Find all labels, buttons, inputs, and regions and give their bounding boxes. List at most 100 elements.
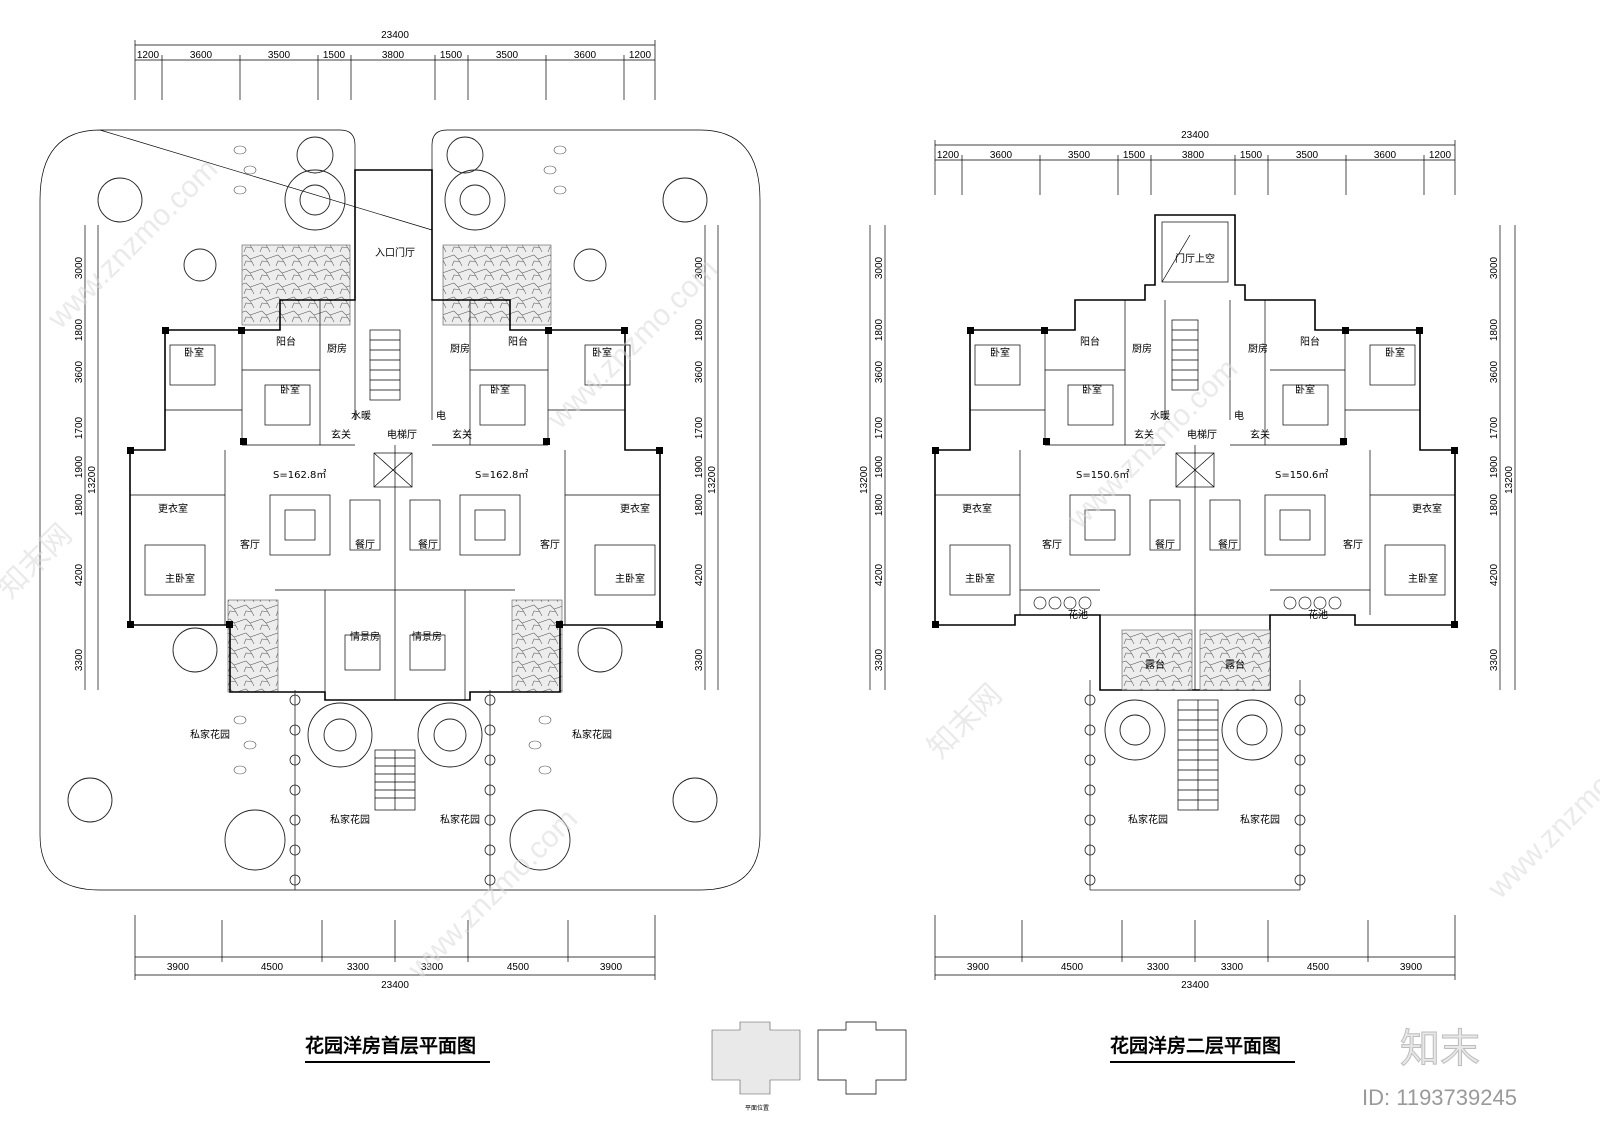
room-label: 阳台: [508, 335, 528, 348]
room-labels: 门厅上空 厨房 厨房 阳台 阳台 卧室 卧室 卧室 卧室 玄关 玄关 电梯厅 水…: [962, 252, 1442, 826]
dim-label: 1800: [694, 493, 705, 516]
dim-label: 3600: [574, 50, 597, 61]
room-label: 卧室: [184, 346, 204, 359]
key-plan: 平面位置: [711, 1021, 907, 1112]
room-label: 厨房: [327, 342, 347, 355]
dim-label: 3500: [496, 50, 519, 61]
bottom-dim-row: 3900 4500 3300 3300 4500 3900: [967, 962, 1423, 973]
room-label: 玄关: [1134, 428, 1154, 441]
terrace-paving: [1199, 629, 1271, 691]
dim-label: 3500: [1068, 150, 1091, 161]
area-label: S=162.8㎡: [273, 469, 326, 481]
dim-label: 3000: [874, 256, 885, 279]
room-label: 厨房: [1248, 342, 1268, 355]
dim-label: 4500: [507, 962, 530, 973]
dim-label: 3500: [268, 50, 291, 61]
dim-total: 13200: [859, 466, 870, 494]
dim-label: 1800: [1489, 318, 1500, 341]
room-label: 卧室: [1295, 383, 1315, 396]
area-label: S=162.8㎡: [475, 469, 528, 481]
room-label: 更衣室: [620, 502, 650, 515]
room-label: 水暖: [1150, 409, 1170, 422]
dim-label: 1500: [1123, 150, 1146, 161]
dim-label: 1200: [937, 150, 960, 161]
room-label: 卧室: [1385, 346, 1405, 359]
dim-label: 4500: [1061, 962, 1084, 973]
dim-label: 1900: [694, 455, 705, 478]
dim-label: 1700: [74, 416, 85, 439]
room-label: 客厅: [240, 538, 260, 551]
stepping-stones: [233, 145, 567, 775]
room-label: 花池: [1068, 608, 1088, 621]
watermark-text: www.znzmo.com: [541, 252, 724, 435]
room-label: 客厅: [1042, 538, 1062, 551]
dim-label: 4200: [874, 563, 885, 586]
room-label: 阳台: [1300, 335, 1320, 348]
room-label: 私家花园: [190, 728, 230, 741]
dim-label: 1900: [874, 455, 885, 478]
dim-total: 13200: [707, 466, 718, 494]
stone-paving: [442, 244, 552, 326]
dim-label: 1700: [1489, 416, 1500, 439]
dim-label: 3500: [1296, 150, 1319, 161]
right-dim-column: 3000 1800 3600 1700 1900 1800 4200 3300 …: [1489, 256, 1515, 671]
room-label: 玄关: [331, 428, 351, 441]
plan-title: 花园洋房首层平面图: [305, 1034, 476, 1057]
site-boundary: [39, 129, 761, 891]
columns: [127, 327, 663, 628]
room-label: 电: [436, 409, 446, 422]
room-label: 客厅: [1343, 538, 1363, 551]
room-label: 私家花园: [1240, 813, 1280, 826]
room-label: 电梯厅: [1187, 428, 1217, 441]
room-label: 情景房: [350, 630, 380, 643]
elevator: [1175, 452, 1215, 488]
stone-paving: [511, 599, 563, 693]
room-label: 门厅上空: [1175, 252, 1215, 265]
dim-label: 1200: [629, 50, 652, 61]
dim-label: 1800: [874, 318, 885, 341]
stair: [369, 329, 416, 811]
room-label: 电梯厅: [387, 428, 417, 441]
dim-label: 3300: [874, 648, 885, 671]
dim-label: 3900: [600, 962, 623, 973]
room-label: 私家花园: [330, 813, 370, 826]
room-label: 主卧室: [165, 572, 195, 585]
left-dim-column: 3000 1800 3600 1700 1900 1800 4200 3300 …: [859, 256, 885, 671]
watermark-brand: 知末网: [922, 678, 1009, 765]
dim-label: 3800: [382, 50, 405, 61]
dim-total: 13200: [87, 466, 98, 494]
room-label: 电: [1234, 409, 1244, 422]
watermark-text: www.znzmo.com: [1481, 722, 1600, 905]
right-dim-column: 3000 1800 3600 1700 1900 1800 4200 3300 …: [694, 256, 718, 671]
room-label: 更衣室: [1412, 502, 1442, 515]
entry-void: [1161, 221, 1229, 283]
brand-logo: 知末: [1400, 1026, 1480, 1072]
dim-label: 3900: [167, 962, 190, 973]
area-label: S=150.6㎡: [1275, 469, 1328, 481]
dim-label: 3600: [74, 360, 85, 383]
hedge: [1084, 680, 1306, 891]
room-label: 更衣室: [962, 502, 992, 515]
top-total-dim: 23400: [1181, 130, 1209, 141]
columns: [932, 327, 1458, 628]
dim-label: 1700: [694, 416, 705, 439]
bottom-total-dim: 23400: [381, 980, 409, 991]
dim-label: 1500: [440, 50, 463, 61]
dim-label: 3300: [1221, 962, 1244, 973]
room-labels: 入口门厅 厨房 厨房 阳台 阳台 卧室 卧室 卧室 卧室 玄关 玄关 电梯厅 水…: [158, 246, 650, 826]
dim-label: 1200: [1429, 150, 1452, 161]
dim-label: 1800: [874, 493, 885, 516]
room-label: 露台: [1145, 658, 1165, 671]
room-label: 卧室: [1082, 383, 1102, 396]
dim-label: 3300: [1147, 962, 1170, 973]
room-label: 厨房: [450, 342, 470, 355]
dim-total: 13200: [1504, 466, 1515, 494]
area-label: S=150.6㎡: [1076, 469, 1129, 481]
room-label: 餐厅: [1155, 538, 1175, 551]
dim-label: 3300: [347, 962, 370, 973]
flower-bed: [1033, 596, 1342, 610]
room-label: 阳台: [276, 335, 296, 348]
dim-label: 4200: [1489, 563, 1500, 586]
room-label: 主卧室: [1408, 572, 1438, 585]
dim-label: 1700: [874, 416, 885, 439]
